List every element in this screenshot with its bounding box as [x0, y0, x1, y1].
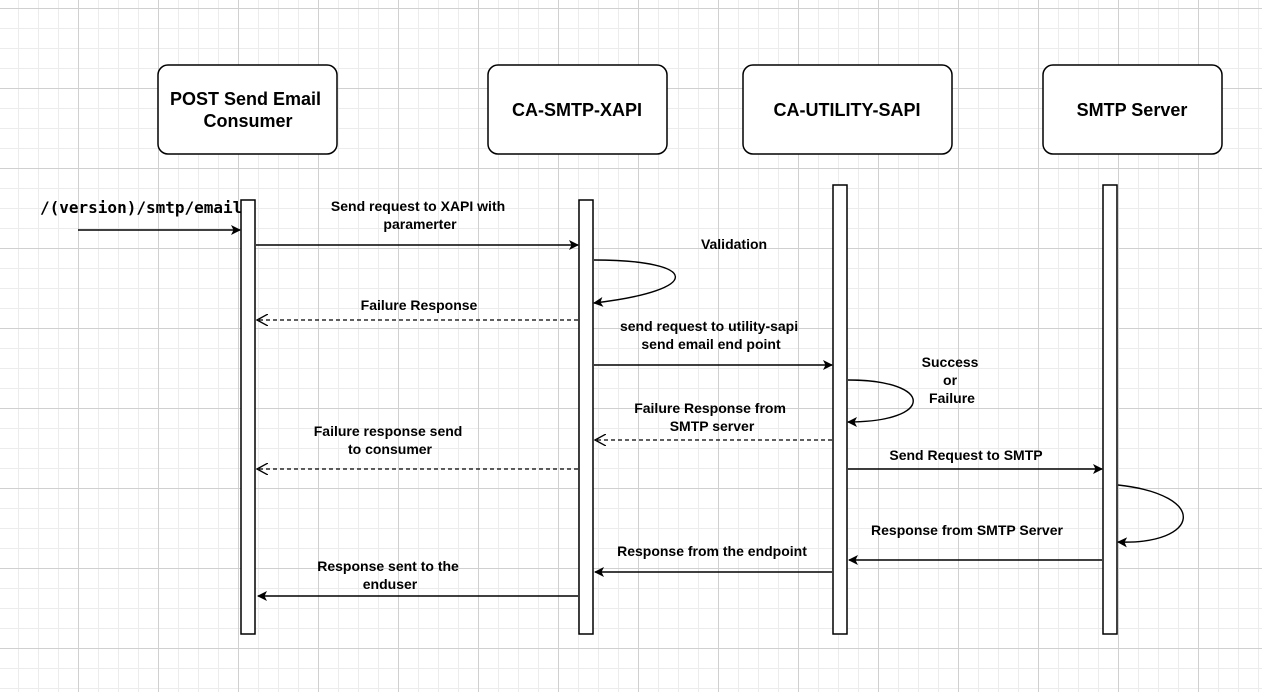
participant-consumer[interactable]: POST Send Email Consumer: [157, 64, 338, 155]
send-to-sapi-label: send request to utility-sapi send email …: [620, 318, 802, 352]
failure-response-label: Failure Response: [361, 297, 478, 313]
response-from-smtp-label: Response from SMTP Server: [871, 522, 1063, 538]
success-or-failure-arrow[interactable]: [847, 379, 914, 427]
lifeline-xapi[interactable]: [578, 199, 594, 635]
participant-consumer-label: POST Send Email Consumer: [170, 89, 326, 131]
send-request-label: Send request to XAPI with paramerter: [331, 198, 509, 232]
entry-label: /(version)/smtp/email: [40, 198, 242, 217]
smtp-process-arrow[interactable]: [1117, 484, 1184, 548]
participant-xapi[interactable]: CA-SMTP-XAPI: [487, 64, 668, 155]
lifeline-sapi[interactable]: [832, 184, 848, 635]
success-or-failure-label: Success or Failure: [922, 354, 983, 406]
response-to-enduser-label: Response sent to the enduser: [317, 558, 462, 592]
validation-arrow[interactable]: [593, 259, 677, 307]
lifeline-smtp[interactable]: [1102, 184, 1118, 635]
lifeline-consumer[interactable]: [240, 199, 256, 635]
participant-smtp[interactable]: SMTP Server: [1042, 64, 1223, 155]
send-to-smtp-label: Send Request to SMTP: [889, 447, 1042, 463]
response-from-endpoint-label: Response from the endpoint: [617, 543, 807, 559]
participant-smtp-label: SMTP Server: [1077, 100, 1188, 120]
failure-to-consumer-label: Failure response send to consumer: [314, 423, 467, 457]
participant-xapi-label: CA-SMTP-XAPI: [512, 100, 642, 120]
participant-sapi[interactable]: CA-UTILITY-SAPI: [742, 64, 953, 155]
validation-label: Validation: [701, 236, 767, 252]
failure-from-smtp-label: Failure Response from SMTP server: [634, 400, 790, 434]
participant-sapi-label: CA-UTILITY-SAPI: [774, 100, 921, 120]
